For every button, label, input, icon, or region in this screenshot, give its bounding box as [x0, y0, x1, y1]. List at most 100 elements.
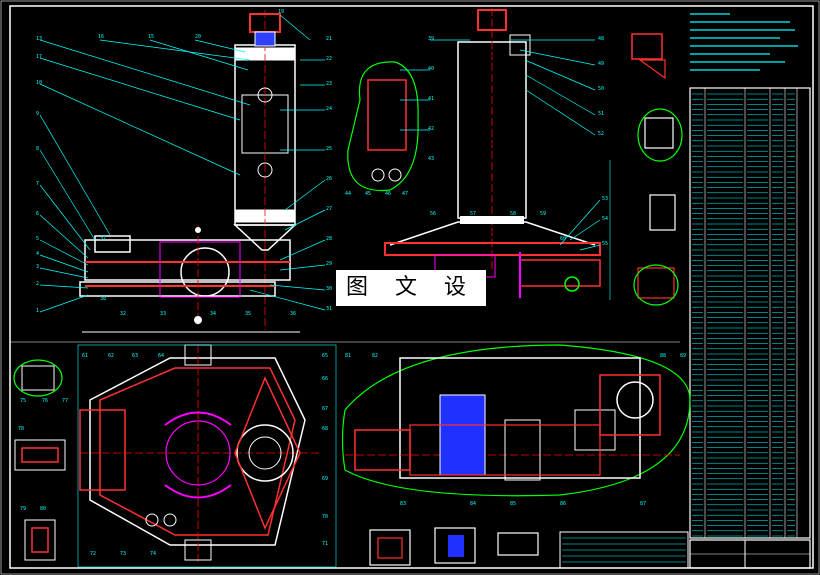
callout-label: 75 [20, 398, 26, 404]
callout-label: 76 [42, 398, 48, 404]
callout-label: 34 [210, 311, 216, 317]
section-view-bottom [341, 344, 691, 497]
small-views-left [13, 359, 66, 561]
elevation-view-left [79, 10, 297, 330]
callout-label: 52 [598, 131, 604, 137]
callout-label: 57 [470, 211, 476, 217]
callout-label: 51 [598, 111, 604, 117]
leader-lines-center [400, 39, 601, 251]
callout-label: 4 [36, 251, 39, 257]
callout-label: 88 [660, 353, 666, 359]
callout-label: 1 [36, 308, 39, 314]
callout-label: 80 [40, 506, 46, 512]
callout-label: 65 [322, 353, 328, 359]
callout-label: 33 [160, 311, 166, 317]
callout-label: 31 [326, 306, 332, 312]
detail-views-right [631, 33, 683, 306]
callout-label: 8 [36, 146, 39, 152]
callout-label: 40 [428, 66, 434, 72]
callout-label: 23 [326, 81, 332, 87]
callout-label: 5 [36, 236, 39, 242]
callout-label: 54 [602, 216, 608, 222]
watermark-text: 图 文 设 计 [336, 270, 486, 336]
callout-label: 44 [345, 191, 351, 197]
callout-label: 26 [326, 176, 332, 182]
callout-label: 19 [278, 9, 284, 15]
callout-label: 27 [326, 206, 332, 212]
callout-label: 29 [326, 261, 332, 267]
callout-label: 47 [402, 191, 408, 197]
callout-label: 48 [598, 36, 604, 42]
callout-label: 77 [62, 398, 68, 404]
callout-label: 79 [20, 506, 26, 512]
callout-label: 6 [36, 211, 39, 217]
callout-label: 30 [326, 286, 332, 292]
callout-label: 42 [428, 126, 434, 132]
callout-label: 89 [680, 353, 686, 359]
callout-label: 64 [158, 353, 164, 359]
detail-sketch-top [347, 61, 419, 192]
callout-label: 36 [290, 311, 296, 317]
callout-label: 72 [90, 551, 96, 557]
callout-label: 53 [602, 196, 608, 202]
sheet-frame [9, 5, 814, 569]
callout-label: 39 [428, 36, 434, 42]
callout-label: 70 [322, 514, 328, 520]
callout-label: 10 [36, 80, 42, 86]
callout-label: 87 [640, 501, 646, 507]
callout-label: 49 [598, 61, 604, 67]
callout-label: 3 [36, 264, 39, 270]
leader-lines-left [39, 14, 326, 313]
callout-label: 21 [326, 36, 332, 42]
callout-label: 66 [322, 376, 328, 382]
callout-label: 59 [540, 211, 546, 217]
callout-label: 25 [326, 146, 332, 152]
callout-label: 78 [18, 426, 24, 432]
callout-label: 55 [602, 241, 608, 247]
callout-label: 58 [510, 211, 516, 217]
callout-label: 35 [245, 311, 251, 317]
parts-list-table [559, 87, 811, 569]
callout-label: 15 [148, 34, 154, 40]
callout-label: 74 [150, 551, 156, 557]
callout-label: 13 [36, 36, 42, 42]
callout-label: 45 [365, 191, 371, 197]
callout-label: 2 [36, 281, 39, 287]
callout-label: 63 [132, 353, 138, 359]
callout-label: 62 [108, 353, 114, 359]
callout-label: 41 [428, 96, 434, 102]
callout-label: 81 [345, 353, 351, 359]
callout-label: 73 [120, 551, 126, 557]
callout-label: 32 [120, 311, 126, 317]
callout-label: 82 [372, 353, 378, 359]
callout-label: 7 [36, 181, 39, 187]
callout-label: 61 [82, 353, 88, 359]
callout-label: 69 [322, 476, 328, 482]
callout-label: 56 [430, 211, 436, 217]
callout-label: 71 [322, 541, 328, 547]
callout-label: 24 [326, 106, 332, 112]
callout-label: 83 [400, 501, 406, 507]
callout-label: 46 [385, 191, 391, 197]
callout-label: 28 [326, 236, 332, 242]
technical-notes [690, 13, 798, 71]
callout-label: 20 [195, 34, 201, 40]
plan-view-bottom-left [77, 344, 337, 568]
callout-label: 9 [36, 111, 39, 117]
callout-label: 37 [100, 236, 106, 242]
callout-label: 43 [428, 156, 434, 162]
callout-label: 22 [326, 56, 332, 62]
callout-label: 16 [98, 34, 104, 40]
callout-label: 85 [510, 501, 516, 507]
callout-label: 84 [470, 501, 476, 507]
callout-label: 68 [322, 426, 328, 432]
callout-label: 17 [36, 54, 42, 60]
small-views-bottom [369, 527, 539, 566]
callout-label: 67 [322, 406, 328, 412]
callout-label: 86 [560, 501, 566, 507]
elevation-view-center [384, 8, 611, 300]
